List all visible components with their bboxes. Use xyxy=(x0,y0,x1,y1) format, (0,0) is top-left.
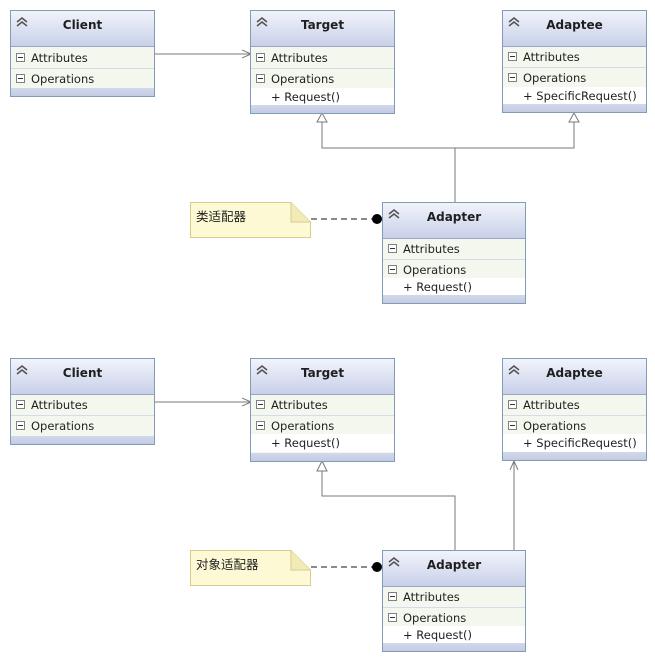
class-header: Client xyxy=(11,11,154,47)
class-footer xyxy=(11,88,154,96)
class-footer xyxy=(383,643,525,651)
class-adapter-2[interactable]: Adapter Attributes Operations + Request(… xyxy=(382,550,526,652)
attributes-section[interactable]: Attributes xyxy=(251,48,394,68)
class-header: Adapter xyxy=(383,551,525,587)
class-adaptee-1[interactable]: Adaptee Attributes Operations + Specific… xyxy=(502,10,647,113)
operation-member[interactable]: + Request() xyxy=(251,434,394,452)
operations-section[interactable]: Operations xyxy=(11,415,154,435)
note-anchor-2 xyxy=(372,562,382,572)
class-adapter-1[interactable]: Adapter Attributes Operations + Request(… xyxy=(382,202,526,304)
collapse-chevron-icon[interactable] xyxy=(387,555,401,567)
class-adaptee-2[interactable]: Adaptee Attributes Operations + Specific… xyxy=(502,358,647,461)
operations-section[interactable]: Operations xyxy=(11,68,154,88)
attributes-section[interactable]: Attributes xyxy=(11,395,154,415)
operations-section[interactable]: Operations xyxy=(251,68,394,88)
generalization-arrowhead-adaptee-1 xyxy=(568,111,580,123)
comment-note-2[interactable]: 对象适配器 xyxy=(190,550,311,586)
collapse-toggle-icon[interactable] xyxy=(16,74,25,83)
class-name: Adapter xyxy=(426,558,482,572)
collapse-toggle-icon[interactable] xyxy=(388,613,397,622)
generalization-adapter-target-1 xyxy=(321,122,456,203)
class-client-2[interactable]: Client Attributes Operations xyxy=(10,358,155,445)
collapse-toggle-icon[interactable] xyxy=(508,52,517,61)
generalization-arrowhead-target-1 xyxy=(316,111,328,123)
class-footer xyxy=(383,295,525,303)
operation-member[interactable]: + SpecificRequest() xyxy=(503,434,646,452)
generalization-adapter-adaptee-1 xyxy=(455,122,575,149)
class-footer xyxy=(11,436,154,444)
operation-member[interactable]: + Request() xyxy=(251,88,394,106)
attributes-section[interactable]: Attributes xyxy=(503,47,646,67)
note-anchor-1 xyxy=(372,214,382,224)
note-shape xyxy=(190,202,311,238)
operations-section[interactable]: Operations xyxy=(383,259,525,279)
collapse-chevron-icon[interactable] xyxy=(15,15,29,27)
class-header: Client xyxy=(11,359,154,395)
class-header: Target xyxy=(251,11,394,47)
class-name: Adapter xyxy=(426,210,482,224)
collapse-toggle-icon[interactable] xyxy=(508,421,517,430)
generalization-arrowhead-target-2 xyxy=(316,459,328,472)
class-header: Adapter xyxy=(383,203,525,239)
class-footer xyxy=(251,105,394,113)
class-name: Target xyxy=(300,366,345,380)
attributes-section[interactable]: Attributes xyxy=(383,239,525,259)
collapse-toggle-icon[interactable] xyxy=(508,73,517,82)
class-footer xyxy=(251,453,394,461)
collapse-toggle-icon[interactable] xyxy=(388,592,397,601)
collapse-toggle-icon[interactable] xyxy=(388,265,397,274)
operations-section[interactable]: Operations xyxy=(251,415,394,435)
operations-section[interactable]: Operations xyxy=(503,67,646,87)
collapse-toggle-icon[interactable] xyxy=(388,244,397,253)
collapse-toggle-icon[interactable] xyxy=(508,400,517,409)
operations-section[interactable]: Operations xyxy=(503,415,646,435)
class-header: Target xyxy=(251,359,394,395)
collapse-chevron-icon[interactable] xyxy=(387,207,401,219)
collapse-chevron-icon[interactable] xyxy=(507,15,521,27)
collapse-toggle-icon[interactable] xyxy=(16,53,25,62)
class-footer xyxy=(503,104,646,112)
class-name: Adaptee xyxy=(546,18,603,32)
generalization-adapter-target-2 xyxy=(321,471,456,551)
collapse-chevron-icon[interactable] xyxy=(255,363,269,375)
class-name: Adaptee xyxy=(546,366,603,380)
note-shape xyxy=(190,550,311,586)
note-text: 对象适配器 xyxy=(196,557,259,572)
class-name: Target xyxy=(300,18,345,32)
operation-member[interactable]: + SpecificRequest() xyxy=(503,87,646,105)
attributes-section[interactable]: Attributes xyxy=(383,587,525,607)
collapse-toggle-icon[interactable] xyxy=(256,53,265,62)
collapse-toggle-icon[interactable] xyxy=(256,74,265,83)
class-name: Client xyxy=(62,18,103,32)
operations-section[interactable]: Operations xyxy=(383,607,525,627)
class-header: Adaptee xyxy=(503,11,646,47)
attributes-section[interactable]: Attributes xyxy=(11,48,154,68)
class-name: Client xyxy=(62,366,103,380)
collapse-toggle-icon[interactable] xyxy=(256,400,265,409)
operation-member[interactable]: + Request() xyxy=(383,626,525,644)
attributes-section[interactable]: Attributes xyxy=(503,395,646,415)
class-client-1[interactable]: Client Attributes Operations xyxy=(10,10,155,97)
attributes-section[interactable]: Attributes xyxy=(251,395,394,415)
collapse-chevron-icon[interactable] xyxy=(507,363,521,375)
class-target-1[interactable]: Target Attributes Operations + Request() xyxy=(250,10,395,114)
operation-member[interactable]: + Request() xyxy=(383,278,525,296)
class-header: Adaptee xyxy=(503,359,646,395)
note-text: 类适配器 xyxy=(196,209,247,224)
comment-note-1[interactable]: 类适配器 xyxy=(190,202,311,238)
collapse-toggle-icon[interactable] xyxy=(16,400,25,409)
collapse-toggle-icon[interactable] xyxy=(16,421,25,430)
collapse-chevron-icon[interactable] xyxy=(255,15,269,27)
class-footer xyxy=(503,452,646,460)
collapse-chevron-icon[interactable] xyxy=(15,363,29,375)
class-target-2[interactable]: Target Attributes Operations + Request() xyxy=(250,358,395,462)
collapse-toggle-icon[interactable] xyxy=(256,421,265,430)
